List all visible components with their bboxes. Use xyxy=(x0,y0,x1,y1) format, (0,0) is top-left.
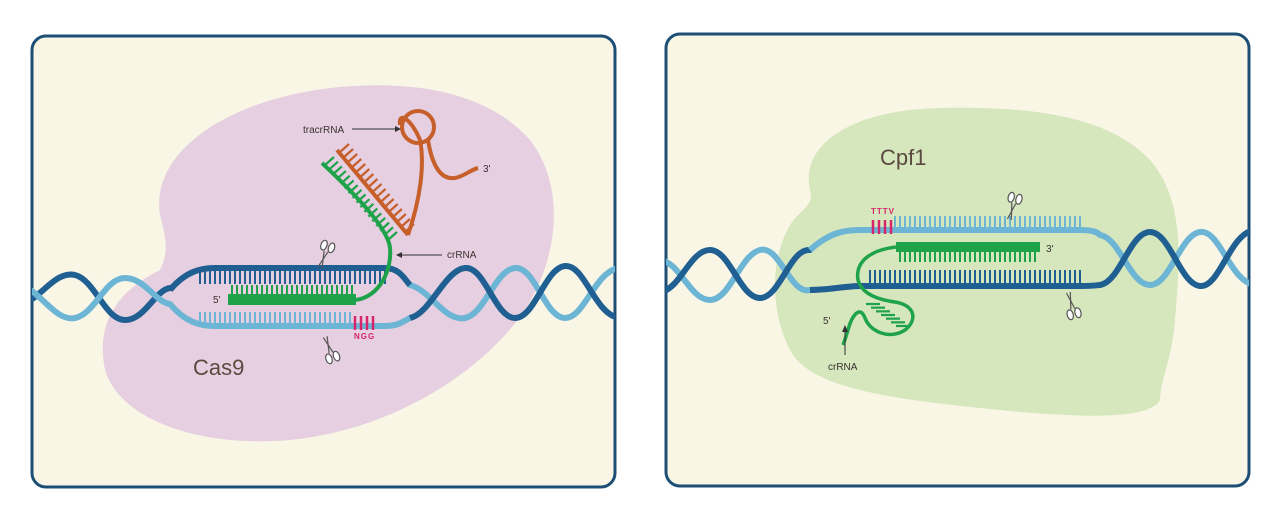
cpf1-top-strand-bases xyxy=(894,216,1081,229)
cpf1-guide-rna-bases xyxy=(899,252,1036,262)
base-pair-tick xyxy=(363,173,375,183)
base-pair-tick xyxy=(375,188,387,198)
cas9-protein-label: Cas9 xyxy=(193,355,244,380)
cpf1-dna-helix xyxy=(666,227,1249,304)
cas9-three-prime-label: 3' xyxy=(483,164,491,175)
cas9-guide-rna-bar xyxy=(228,294,356,305)
base-pair-tick xyxy=(375,217,386,227)
base-pair-tick xyxy=(371,212,382,223)
base-pair-tick xyxy=(343,179,355,190)
base-pair-tick xyxy=(347,184,359,194)
base-pair-tick xyxy=(400,218,411,228)
cas9-top-strand-bases xyxy=(199,270,386,284)
base-pair-tick xyxy=(396,213,407,223)
cpf1-pam-marks xyxy=(871,220,893,234)
cpf1-top-scissors-icon xyxy=(1006,191,1023,221)
cpf1-crrna-handle-bases xyxy=(866,302,910,328)
base-pair-tick xyxy=(343,148,354,158)
base-pair-tick xyxy=(359,168,371,178)
cpf1-guide-rna-bar xyxy=(896,242,1040,252)
base-pair-tick xyxy=(371,183,383,193)
base-pair-tick xyxy=(367,207,379,218)
base-pair-tick xyxy=(351,158,362,168)
base-pair-tick xyxy=(367,178,379,188)
base-pair-tick xyxy=(392,208,403,218)
cpf1-bottom-strand-bases xyxy=(869,270,1081,284)
base-pair-tick xyxy=(347,153,358,163)
base-pair-tick xyxy=(355,163,366,173)
cpf1-crrna-label: crRNA xyxy=(828,362,858,373)
cas9-bottom-strand-bases xyxy=(199,312,351,324)
tracrrna-label: tracrRNA xyxy=(303,125,344,136)
base-pair-tick xyxy=(379,193,391,203)
cpf1-crrna-handle xyxy=(841,245,915,346)
base-pair-tick xyxy=(379,221,390,232)
cas9-guide-rna-bases xyxy=(231,285,353,294)
tracrrna-tail xyxy=(426,139,479,181)
cas9-crrna-label: crRNA xyxy=(447,250,477,261)
cas9-bottom-scissors-icon xyxy=(322,336,341,365)
cas9-pam-marks xyxy=(353,316,375,330)
base-pair-tick xyxy=(339,143,350,153)
base-pair-tick xyxy=(359,198,371,209)
cas9-pam-label: NGG xyxy=(354,332,375,341)
cpf1-three-prime-label: 3' xyxy=(1046,244,1054,255)
base-pair-tick xyxy=(355,193,367,204)
base-pair-tick xyxy=(363,203,375,213)
cpf1-top-strand xyxy=(807,227,1103,253)
cas9-crrna-arrowhead xyxy=(396,252,402,258)
base-pair-tick xyxy=(383,226,394,237)
base-pair-tick xyxy=(388,203,399,213)
base-pair-tick xyxy=(387,231,398,241)
cpf1-protein-label: Cpf1 xyxy=(880,145,926,170)
base-pair-tick xyxy=(351,188,363,199)
cas9-top-strand xyxy=(167,265,413,292)
tracrrna-stem xyxy=(335,148,410,237)
cas9-crrna-stem-bases xyxy=(324,156,398,241)
cas9-top-scissors-icon xyxy=(317,239,336,268)
base-pair-tick xyxy=(336,170,347,180)
cpf1-pam-label: TTTV xyxy=(871,207,895,216)
tracrrna-loop xyxy=(400,109,436,145)
cas9-panel: tracrRNA 3' crRNA 5' NGG Cas9 xyxy=(30,34,617,489)
base-pair-tick xyxy=(324,156,335,166)
cpf1-protein-blob xyxy=(775,107,1179,416)
base-pair-tick xyxy=(332,165,343,176)
base-pair-tick xyxy=(328,160,339,171)
cas9-dna-helix xyxy=(32,263,615,324)
cpf1-bottom-scissors-icon xyxy=(1065,291,1082,321)
base-pair-tick xyxy=(383,198,395,208)
tracrrna-arrowhead xyxy=(395,126,401,132)
cas9-bottom-strand xyxy=(167,302,412,329)
cpf1-crrna-arrowhead xyxy=(842,325,848,332)
cpf1-panel: Cpf1 TTTV 3' 5' crRNA xyxy=(664,32,1251,488)
base-pair-tick xyxy=(340,174,351,185)
cpf1-bottom-strand xyxy=(809,282,1101,293)
cpf1-five-prime-label: 5' xyxy=(823,316,831,327)
cas9-five-prime-label: 5' xyxy=(213,295,221,306)
